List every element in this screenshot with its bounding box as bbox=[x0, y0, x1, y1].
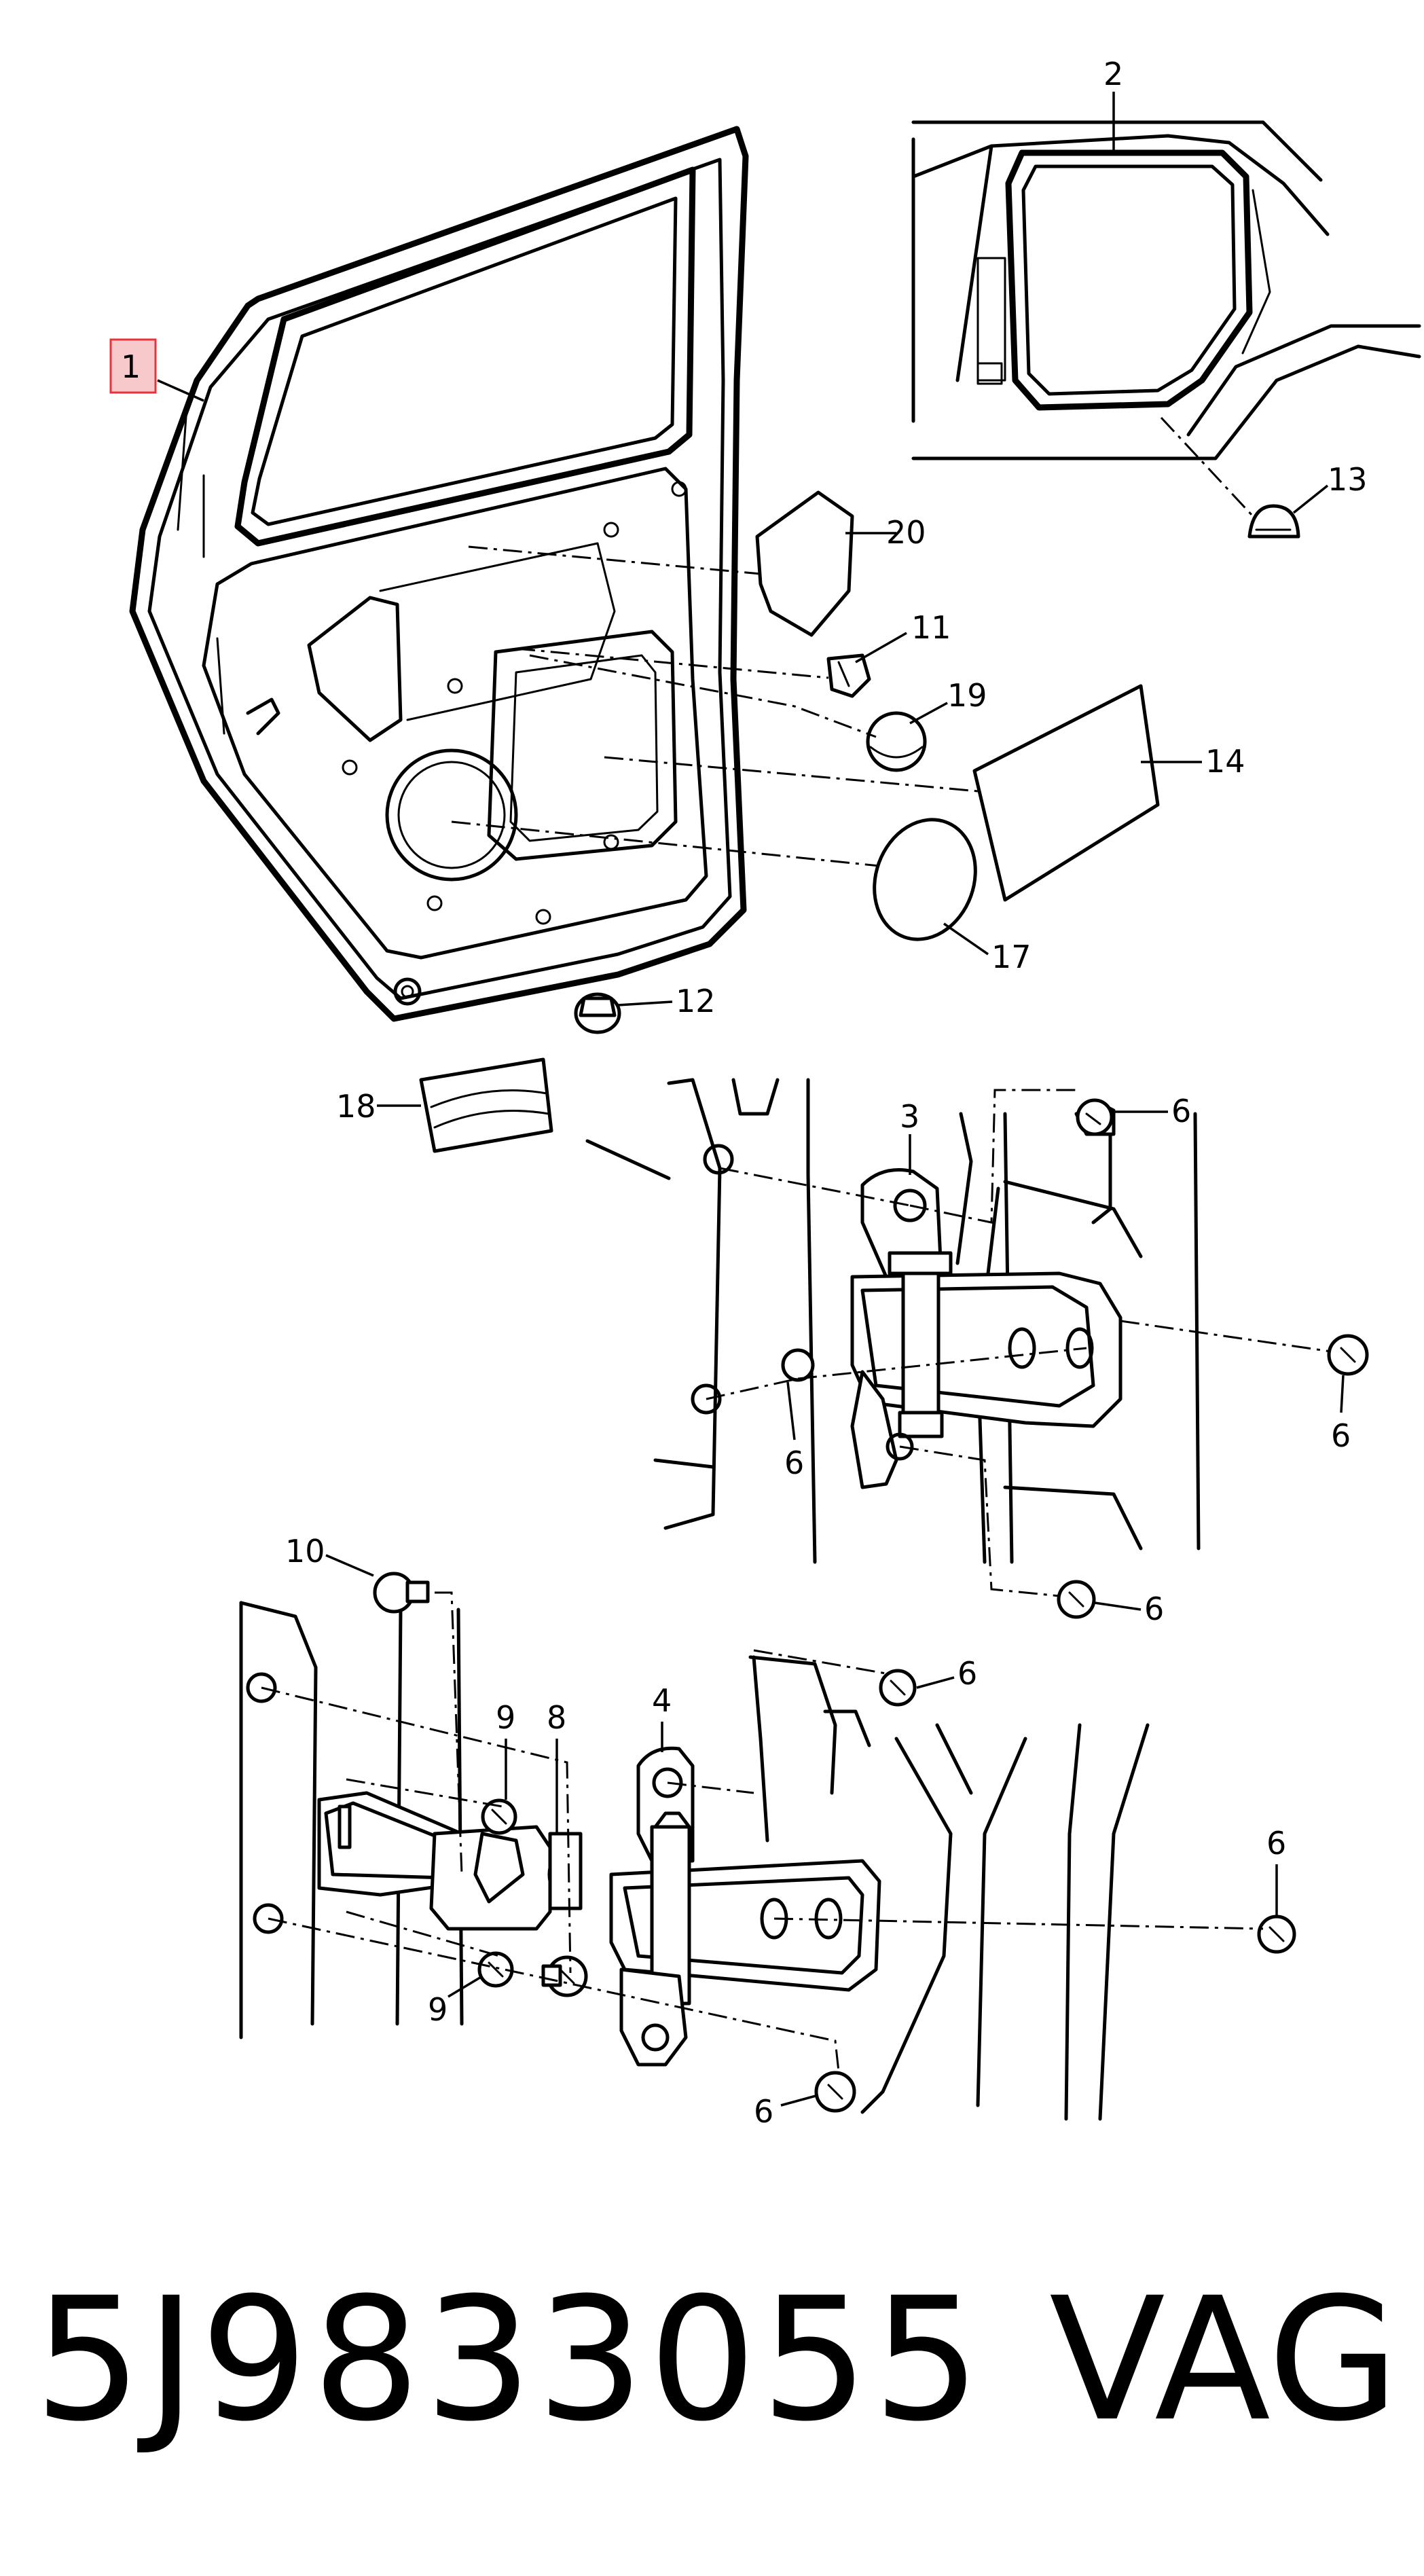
callout-6e: 6 bbox=[957, 1655, 977, 1692]
callout-17: 17 bbox=[991, 939, 1032, 975]
door-shell bbox=[129, 126, 749, 1022]
body-door-seal bbox=[911, 120, 1421, 460]
cover-17 bbox=[873, 818, 977, 941]
callout-6g: 6 bbox=[754, 2093, 773, 2130]
callout-13: 13 bbox=[1328, 461, 1368, 498]
callout-1: 1 bbox=[121, 348, 141, 385]
foil-20 bbox=[755, 490, 854, 637]
sheet-14 bbox=[972, 684, 1160, 902]
callout-6f: 6 bbox=[1266, 1825, 1286, 1862]
callout-4: 4 bbox=[652, 1682, 672, 1719]
plug-13 bbox=[1247, 504, 1300, 539]
assembly-lines-top bbox=[451, 416, 1254, 867]
callout-6b: 6 bbox=[784, 1445, 804, 1481]
strip-18 bbox=[419, 1057, 553, 1153]
callout-6a: 6 bbox=[1171, 1093, 1191, 1129]
leader-lines bbox=[157, 92, 1345, 2107]
upper-hinge-assembly bbox=[585, 1078, 1369, 1619]
plug-19 bbox=[866, 711, 927, 772]
clip-11 bbox=[826, 653, 871, 698]
plug-12 bbox=[574, 992, 621, 1034]
brand-name: VAG bbox=[1049, 2261, 1400, 2459]
callout-9a: 9 bbox=[496, 1699, 515, 1736]
assembly-lines-bottom bbox=[261, 1591, 1264, 2072]
callout-2: 2 bbox=[1103, 56, 1123, 92]
callout-18: 18 bbox=[336, 1088, 376, 1125]
callout-8: 8 bbox=[547, 1699, 566, 1736]
callout-labels: 1 2 13 20 11 19 14 17 12 18 3 6 6 6 6 10… bbox=[121, 56, 1368, 2130]
callout-3: 3 bbox=[900, 1098, 919, 1135]
assembly-lines-mid bbox=[706, 1089, 1332, 1597]
callout-9b: 9 bbox=[428, 1991, 448, 2028]
callout-14: 14 bbox=[1205, 743, 1245, 780]
lower-hinge-assembly bbox=[239, 1572, 1296, 2121]
callout-19: 19 bbox=[947, 677, 987, 714]
callout-6c: 6 bbox=[1331, 1417, 1351, 1454]
callout-10: 10 bbox=[285, 1533, 325, 1570]
callout-11: 11 bbox=[911, 609, 951, 646]
callout-1-highlight bbox=[109, 338, 157, 394]
callout-12: 12 bbox=[676, 983, 716, 1019]
callout-6d: 6 bbox=[1144, 1591, 1164, 1627]
callout-20: 20 bbox=[886, 514, 926, 551]
part-number: 5J9833055 bbox=[34, 2261, 985, 2459]
